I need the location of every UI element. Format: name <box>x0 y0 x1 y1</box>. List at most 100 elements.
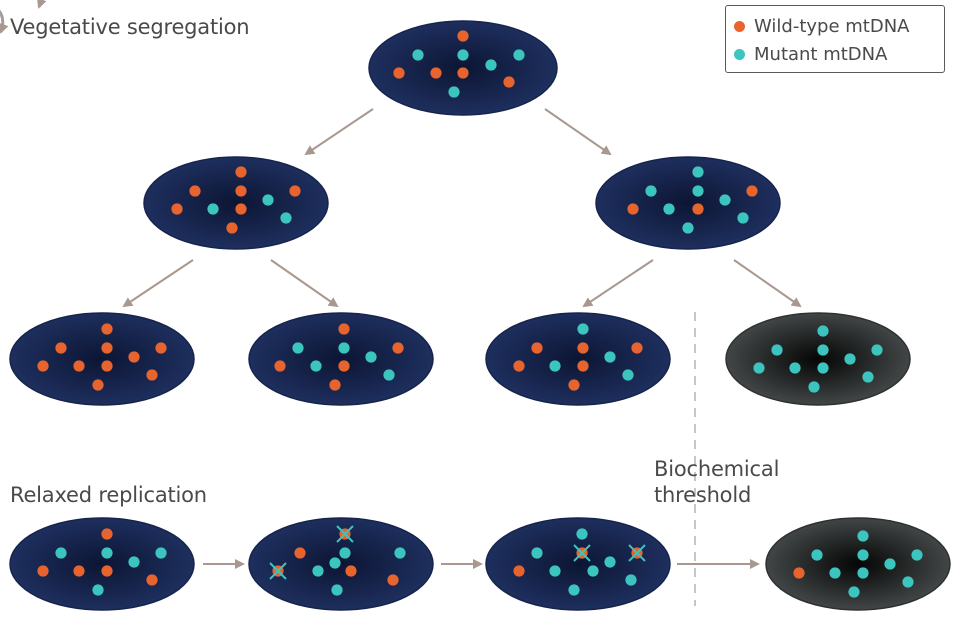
cell-generation-3-a <box>9 312 195 406</box>
wild-type-mtdna <box>146 369 158 381</box>
cell-membrane <box>9 517 195 611</box>
mutant-mtdna <box>383 369 395 381</box>
arrow-g2-left-to-g3-b <box>270 259 339 308</box>
cell-generation-2-left <box>143 156 329 250</box>
arrow-g2-left-to-g3-a <box>122 259 194 308</box>
mutant-mtdna <box>622 369 634 381</box>
mutant-mtdna <box>862 371 874 383</box>
mutant-mtdna <box>394 547 406 559</box>
cell-membrane <box>725 312 911 406</box>
wild-type-mtdna <box>329 379 341 391</box>
biochemical-threshold-label: Biochemical threshold <box>654 457 780 507</box>
arrow-g2-right-to-g3-d <box>733 259 802 308</box>
wild-type-mtdna <box>73 360 85 372</box>
wild-type-mtdna <box>393 67 405 79</box>
cross-icon <box>628 544 646 562</box>
cell-membrane <box>143 156 329 250</box>
mutant-mtdna <box>771 344 783 356</box>
mutant-mtdna <box>663 203 675 215</box>
relaxed-replication-title: Relaxed replication <box>10 483 207 507</box>
mutant-mtdna <box>513 49 525 61</box>
wild-type-mtdna <box>338 360 350 372</box>
wild-type-mtdna <box>513 360 525 372</box>
wild-type-mtdna <box>235 166 247 178</box>
cell-membrane <box>765 517 951 611</box>
mutant-mtdna <box>365 351 377 363</box>
mutant-mtdna <box>338 342 350 354</box>
mutant-mtdna <box>312 565 324 577</box>
wild-type-mtdna <box>146 574 158 586</box>
arrow-g1-to-g2-right <box>544 108 612 156</box>
wild-type-mtdna <box>37 360 49 372</box>
wild-type-mtdna <box>189 185 201 197</box>
mutant-mtdna <box>280 212 292 224</box>
wild-type-mtdna <box>577 342 589 354</box>
wild-type-mtdna <box>274 360 286 372</box>
arrow-g2-right-to-g3-c <box>582 259 654 308</box>
degradation-arrow <box>36 0 47 9</box>
mutant-mtdna <box>857 549 869 561</box>
legend-item-wild-type: Wild-type mtDNA <box>734 16 910 37</box>
mutant-mtdna <box>811 549 823 561</box>
mutant-mtdna <box>884 558 896 570</box>
legend-label-wild-type: Wild-type mtDNA <box>754 16 910 37</box>
legend-label-mutant: Mutant mtDNA <box>754 44 888 65</box>
mutant-mtdna <box>331 584 343 596</box>
arrow-g1-to-g2-left <box>304 108 374 156</box>
mutant-mtdna <box>857 530 869 542</box>
wild-type-mtdna <box>430 67 442 79</box>
mutant-mtdna <box>155 547 167 559</box>
wild-type-mtdna <box>294 547 306 559</box>
cell-generation-3-b <box>248 312 434 406</box>
mutant-mtdna <box>645 185 657 197</box>
wild-type-mtdna <box>577 360 589 372</box>
wild-type-mtdna <box>171 203 183 215</box>
mutant-mtdna <box>808 381 820 393</box>
mutant-mtdna <box>604 556 616 568</box>
mutant-mtdna <box>207 203 219 215</box>
vegetative-segregation-title: Vegetative segregation <box>10 15 250 39</box>
mutant-mtdna <box>625 574 637 586</box>
mutant-mtdna <box>577 323 589 335</box>
mutant-mtdna <box>549 360 561 372</box>
wild-type-mtdna <box>531 342 543 354</box>
mutant-mtdna <box>844 353 856 365</box>
wild-type-mtdna <box>338 323 350 335</box>
degradation-arrow <box>0 9 9 34</box>
wild-type-mtdna <box>503 76 515 88</box>
cell-membrane <box>9 312 195 406</box>
wild-type-mtdna <box>128 351 140 363</box>
wild-type-mtdna <box>513 565 525 577</box>
mutant-mtdna <box>101 547 113 559</box>
mutant-mtdna <box>485 59 497 71</box>
cell-generation-3-c <box>485 312 671 406</box>
mutant-mtdna <box>789 362 801 374</box>
wild-type-mtdna <box>101 528 113 540</box>
cell-generation-3-d <box>725 312 911 406</box>
wild-type-mtdna <box>55 342 67 354</box>
wild-type-mtdna <box>101 323 113 335</box>
mutant-mtdna <box>55 547 67 559</box>
mutant-mtdna <box>128 556 140 568</box>
wild-type-mtdna <box>289 185 301 197</box>
cell-membrane <box>248 517 434 611</box>
cell-layer <box>0 0 951 611</box>
wild-type-mtdna <box>155 342 167 354</box>
mutant-mtdna <box>692 185 704 197</box>
mutant-mtdna <box>262 194 274 206</box>
wild-type-mtdna <box>457 67 469 79</box>
mutant-mtdna <box>339 547 351 559</box>
wild-type-mtdna <box>92 379 104 391</box>
wild-type-mtdna <box>235 203 247 215</box>
wild-type-mtdna <box>37 565 49 577</box>
mutant-mtdna <box>692 166 704 178</box>
mutant-mtdna <box>817 362 829 374</box>
mutant-mtdna <box>329 557 341 569</box>
mutant-mtdna <box>568 584 580 596</box>
mutant-mtdna <box>292 342 304 354</box>
wild-type-mtdna <box>793 567 805 579</box>
cross-icon <box>573 544 591 562</box>
wild-type-mtdna <box>387 574 399 586</box>
mutant-mtdna <box>457 49 469 61</box>
wild-type-mtdna <box>692 203 704 215</box>
